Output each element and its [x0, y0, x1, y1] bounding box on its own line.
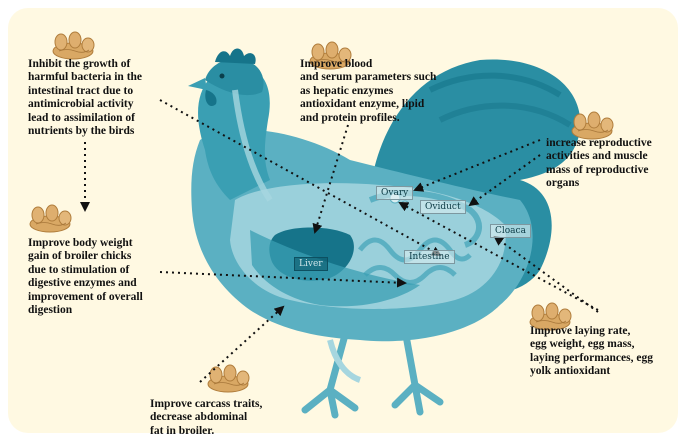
hen-leg-right [395, 330, 440, 412]
hen-eye [220, 74, 225, 79]
ginger-root-icon [53, 32, 94, 59]
reproductive-effect-text: increase reproductive activities and mus… [546, 137, 681, 191]
liver-label: Liver [294, 257, 328, 271]
blood-parameters-text: Improve blood and serum parameters such … [300, 58, 490, 125]
intestine-label: Intestine [404, 250, 455, 264]
antimicrobial-effect-text: Inhibit the growth of harmful bacteria i… [28, 58, 188, 138]
hen-comb [215, 49, 256, 65]
oviduct-label: Oviduct [420, 200, 466, 214]
ovary-label: Ovary [376, 186, 413, 200]
body-weight-text: Improve body weight gain of broiler chic… [28, 237, 178, 317]
ginger-root-icon [30, 205, 71, 232]
ginger-root-icon [572, 112, 613, 139]
laying-performance-text: Improve laying rate, egg weight, egg mas… [530, 325, 680, 379]
hen-beak [188, 78, 207, 90]
cloaca-label: Cloaca [490, 224, 531, 238]
carcass-traits-text: Improve carcass traits, decrease abdomin… [150, 398, 310, 438]
